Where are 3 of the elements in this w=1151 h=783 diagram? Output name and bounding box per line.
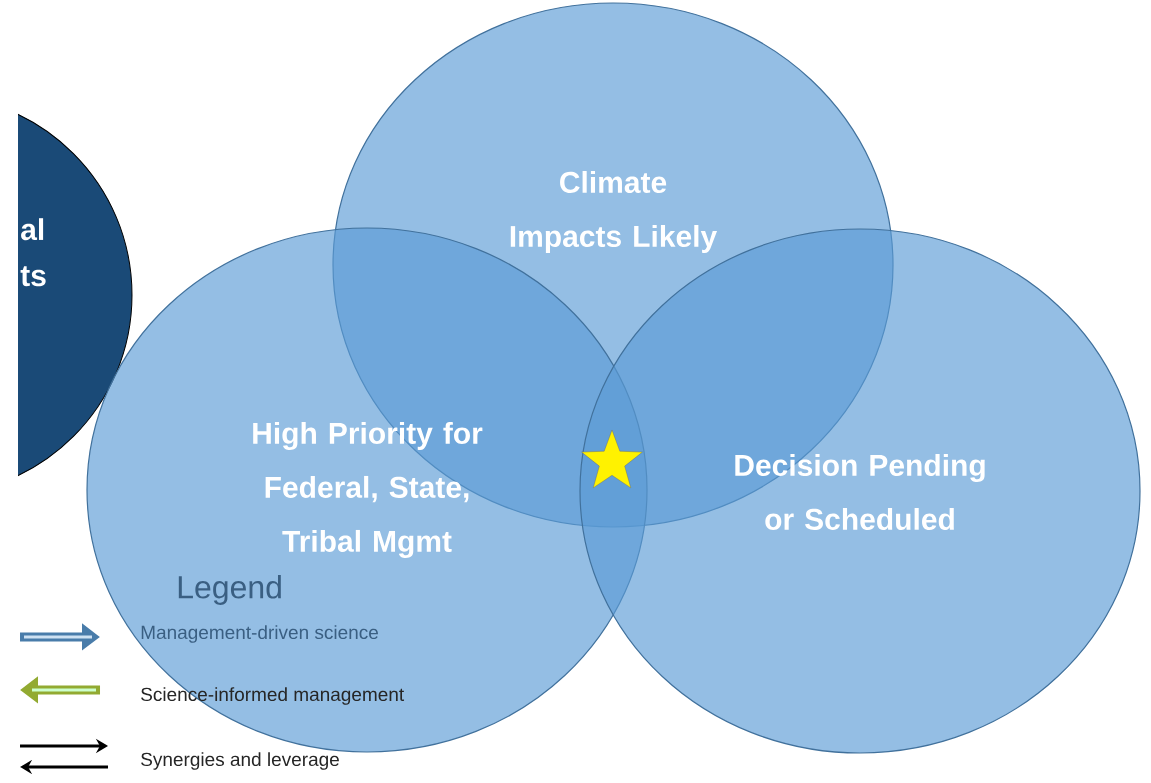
legend-heading: Legend bbox=[178, 575, 281, 605]
legend-text: Management-driven science bbox=[141, 625, 378, 643]
legend-text: Synergies and leverage bbox=[141, 752, 339, 770]
